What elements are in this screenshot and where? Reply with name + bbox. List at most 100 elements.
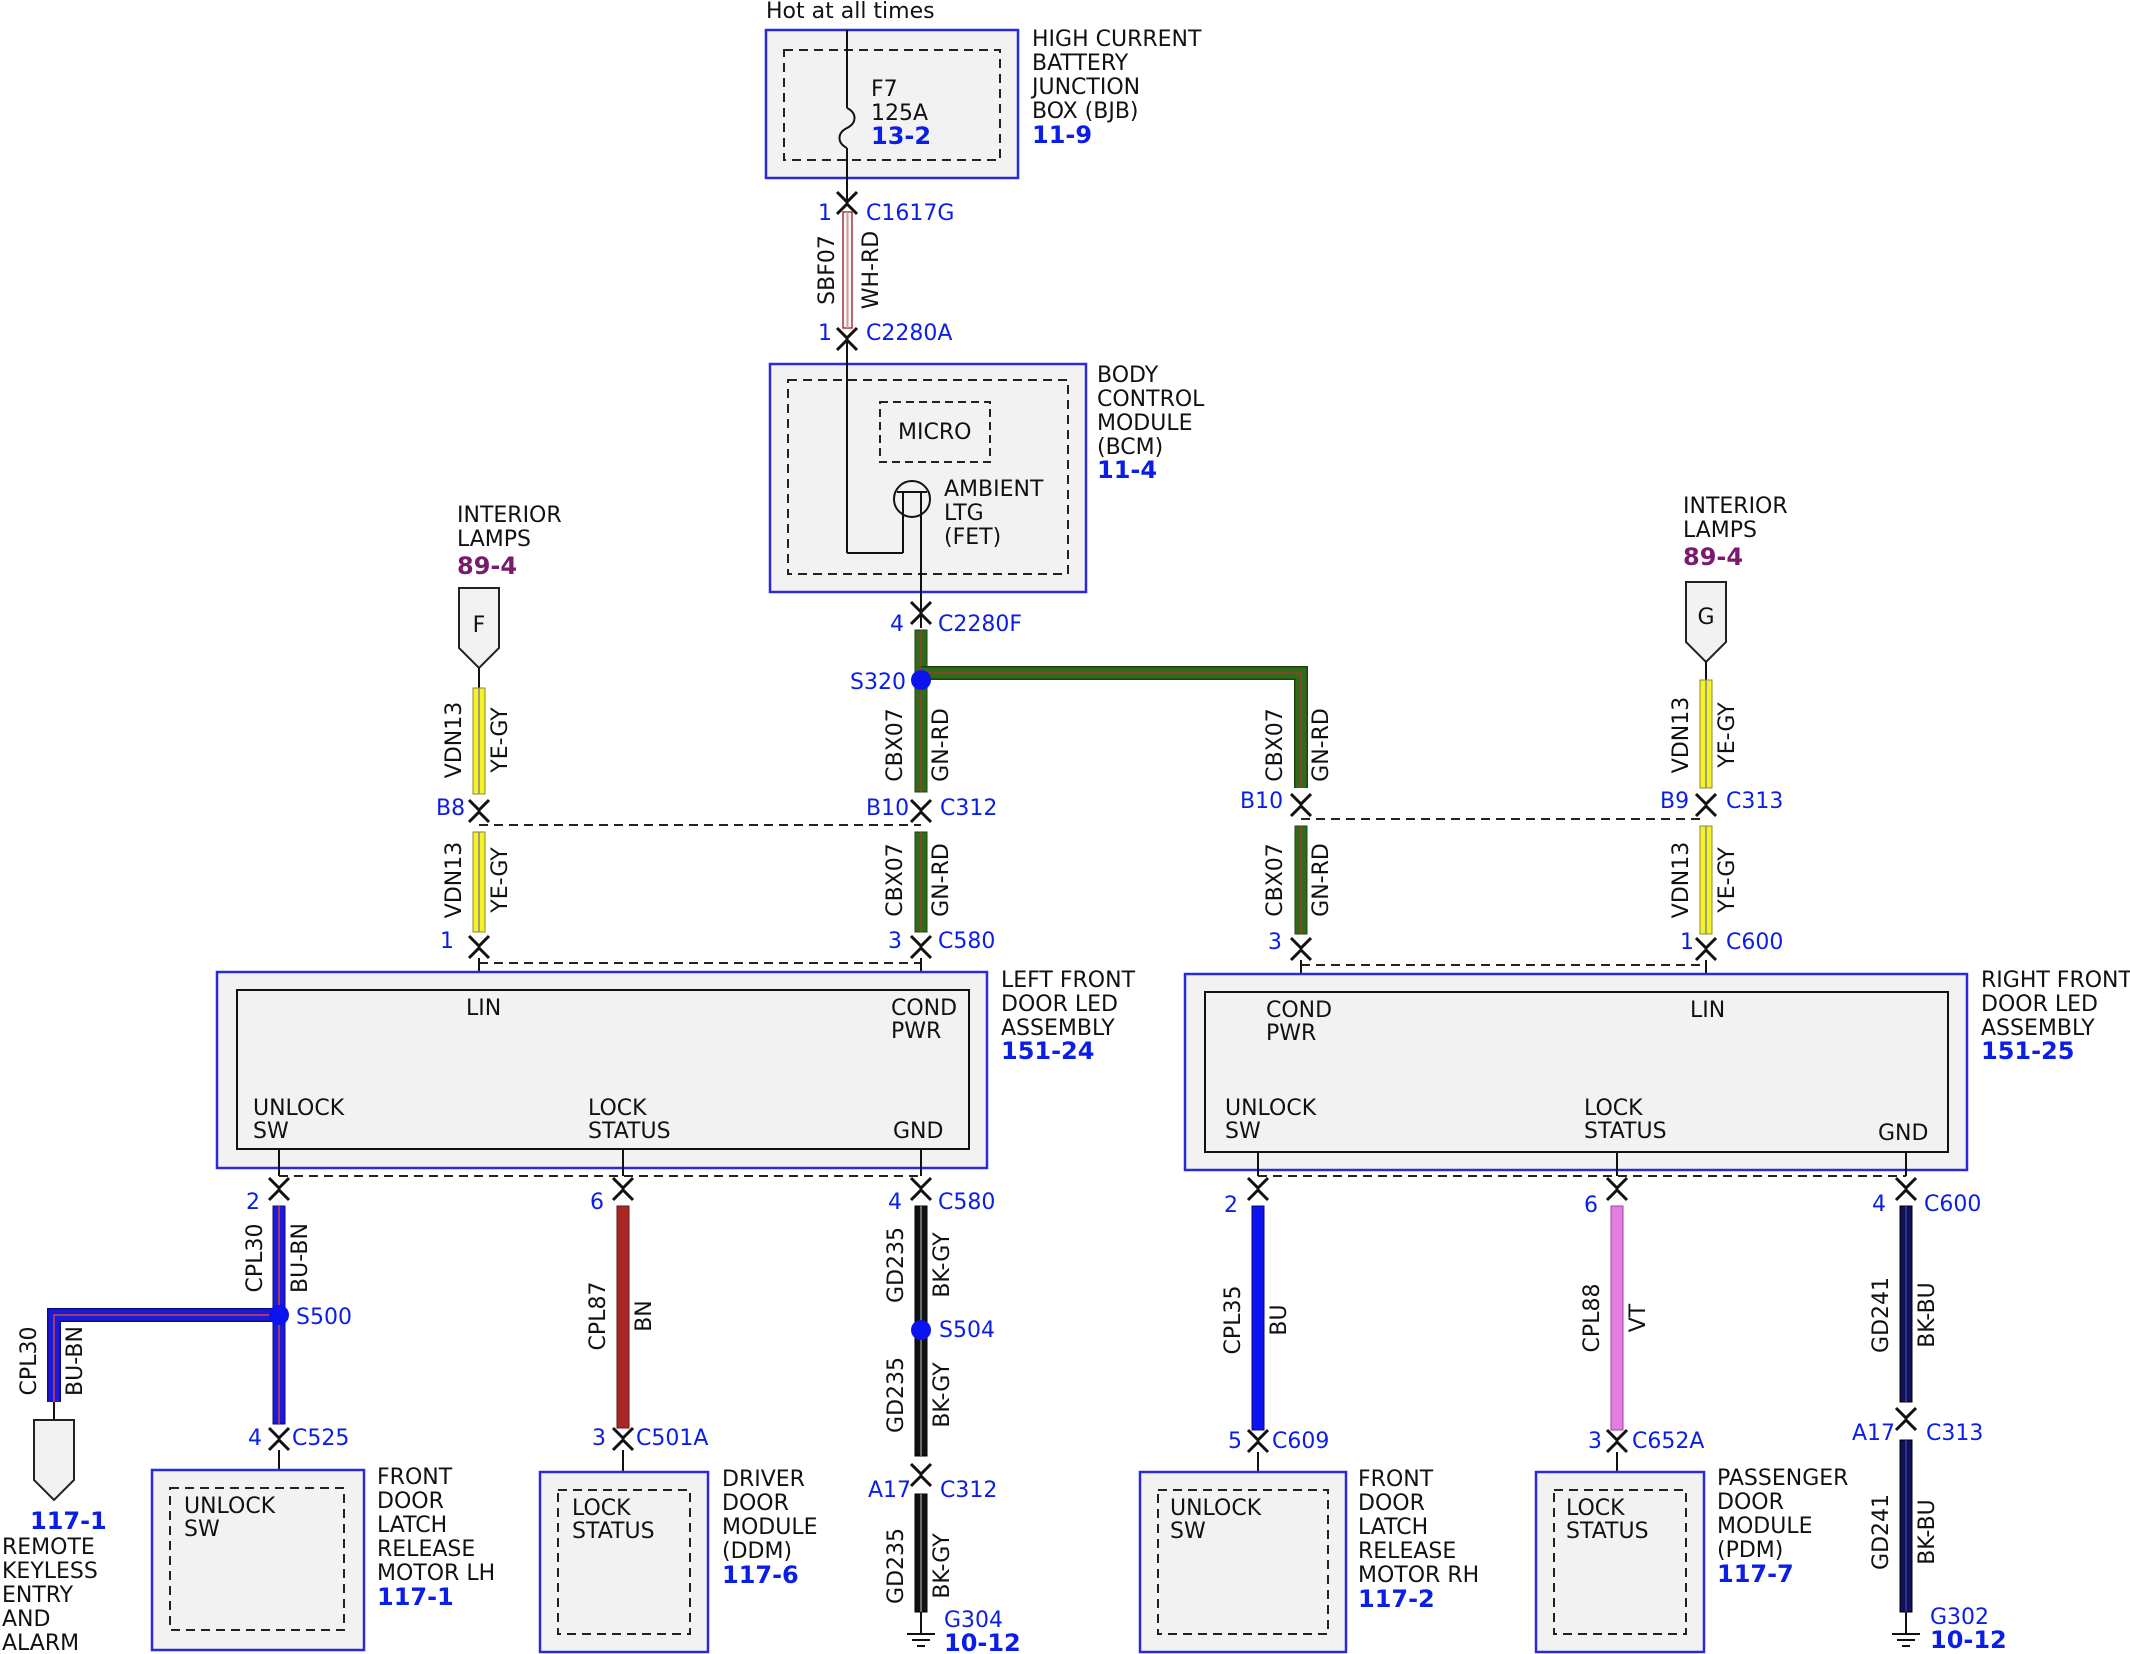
wire-vdn13-right: VDN13 YE-GY VDN13 YE-GY: [1669, 662, 1740, 990]
bjb-reference[interactable]: 11-9: [1032, 121, 1092, 149]
wire-cpl35: [1246, 1152, 1270, 1472]
color-bu: BU: [1267, 1304, 1292, 1335]
connector-c652a[interactable]: C652A: [1632, 1429, 1704, 1454]
connector-c609[interactable]: C609: [1272, 1429, 1329, 1454]
driver-door-module: LOCK STATUS DRIVER DOOR MODULE (DDM) 117…: [538, 1467, 818, 1654]
latch-lh-reference[interactable]: 117-1: [377, 1583, 454, 1611]
ground-icon-left: [907, 1633, 935, 1647]
connector-c1617g[interactable]: C1617G: [866, 201, 954, 226]
pdm-title1: PASSENGER: [1717, 1466, 1848, 1491]
connector-c525[interactable]: C525: [292, 1426, 349, 1451]
pin-c580-cond: 3: [888, 929, 902, 954]
latch-lh-inner1: UNLOCK: [184, 1494, 276, 1519]
latch-rh-title4: RELEASE: [1358, 1539, 1456, 1564]
right-pin-gnd: GND: [1878, 1121, 1928, 1146]
pin-c580-lin: 1: [440, 929, 454, 954]
connector-c312-left[interactable]: C312: [940, 796, 997, 821]
body-control-module: MICRO AMBIENT LTG (FET) BODY CONTROL MOD…: [768, 340, 1205, 628]
pin-c501a: 3: [592, 1426, 606, 1451]
interior-lamps-left-letter: F: [473, 613, 486, 638]
ground-g304-reference[interactable]: 10-12: [944, 1629, 1021, 1654]
interior-lamps-right-reference[interactable]: 89-4: [1683, 543, 1743, 571]
circuit-cpl87: CPL87: [586, 1282, 611, 1351]
wire-cpl87: [611, 1149, 635, 1472]
color-cpl30-a: BU-BN: [288, 1223, 313, 1293]
pin-c2280f: 4: [890, 612, 904, 637]
connector-c600-bottom[interactable]: C600: [1924, 1192, 1981, 1217]
right-pin-lock-2: STATUS: [1584, 1119, 1667, 1144]
color-gd235-b: BK-GY: [930, 1362, 955, 1428]
color-bn: BN: [632, 1300, 657, 1332]
splice-s320[interactable]: [911, 670, 931, 690]
rke-title5: ALARM: [2, 1631, 79, 1654]
connector-c313-bottom[interactable]: C313: [1926, 1421, 1983, 1446]
latch-rh-title3: LATCH: [1358, 1515, 1428, 1540]
bcm-reference[interactable]: 11-4: [1097, 456, 1157, 484]
rke-title3: ENTRY: [2, 1583, 74, 1608]
color-cbx07-l-top: GN-RD: [929, 708, 954, 782]
pin-c580-lock: 6: [590, 1190, 604, 1215]
interior-lamps-left: INTERIOR LAMPS 89-4 F: [457, 503, 562, 670]
pin-c580-gnd: 4: [888, 1190, 902, 1215]
fet-icon: [893, 480, 931, 518]
right-front-door-led-assembly: COND PWR LIN UNLOCK SW LOCK STATUS GND R…: [1183, 968, 2130, 1172]
ddm-reference[interactable]: 117-6: [722, 1561, 799, 1589]
right-door-title2: DOOR LED: [1981, 992, 2098, 1017]
left-door-reference[interactable]: 151-24: [1001, 1037, 1094, 1065]
left-pin-lin: LIN: [466, 996, 501, 1021]
fuse-reference[interactable]: 13-2: [871, 122, 931, 150]
left-door-title2: DOOR LED: [1001, 992, 1118, 1017]
left-pin-cond-1: COND: [891, 996, 957, 1021]
pin-b9: B9: [1660, 789, 1689, 814]
left-pin-unlock-2: SW: [253, 1119, 289, 1144]
fuse-icon: [838, 107, 856, 149]
interior-lamps-left-reference[interactable]: 89-4: [457, 552, 517, 580]
circuit-cpl30-a: CPL30: [243, 1224, 268, 1293]
connector-c600-top[interactable]: C600: [1726, 930, 1783, 955]
connector-c312-bottom[interactable]: C312: [940, 1478, 997, 1503]
connector-c2280f[interactable]: C2280F: [938, 612, 1022, 637]
splice-s504[interactable]: [911, 1320, 931, 1340]
pin-c600-unlock: 2: [1224, 1193, 1238, 1218]
ddm-title1: DRIVER: [722, 1467, 805, 1492]
latch-lh-inner2: SW: [184, 1517, 220, 1542]
rke-title4: AND: [2, 1607, 50, 1632]
bjb-title-line4: BOX (BJB): [1032, 99, 1139, 124]
fet-label-line2: LTG: [944, 501, 984, 526]
latch-rh-title5: MOTOR RH: [1358, 1563, 1479, 1588]
rke-reference[interactable]: 117-1: [30, 1507, 107, 1535]
color-gd235-a: BK-GY: [930, 1232, 955, 1298]
connector-c501a[interactable]: C501A: [636, 1426, 708, 1451]
connector-c580-top[interactable]: C580: [938, 929, 995, 954]
color-cbx07-l-bot: GN-RD: [929, 843, 954, 917]
splice-s500[interactable]: [269, 1305, 289, 1325]
connector-shape-f: [458, 587, 500, 670]
wire-gd241: [1892, 1152, 1920, 1647]
latch-rh-reference[interactable]: 117-2: [1358, 1585, 1435, 1613]
circuit-cpl35: CPL35: [1221, 1286, 1246, 1355]
left-pin-unlock-1: UNLOCK: [253, 1096, 345, 1121]
right-pin-cond-2: PWR: [1266, 1021, 1316, 1046]
ground-g302-reference[interactable]: 10-12: [1930, 1626, 2007, 1654]
color-vdn13-r-top: YE-GY: [1715, 702, 1740, 769]
pin-c2280a: 1: [818, 321, 832, 346]
pin-c600-cond: 3: [1268, 930, 1282, 955]
connector-c580-bottom[interactable]: C580: [938, 1190, 995, 1215]
right-door-reference[interactable]: 151-25: [1981, 1037, 2074, 1065]
connector-c2280a[interactable]: C2280A: [866, 321, 952, 346]
latch-rh-inner2: SW: [1170, 1519, 1206, 1544]
connector-c313-right[interactable]: C313: [1726, 789, 1783, 814]
wire-sbf07: 1 C1617G SBF07 WH-RD 1 C2280A: [815, 190, 954, 352]
circuit-gd235-c: GD235: [884, 1528, 909, 1604]
interior-lamps-left-title1: INTERIOR: [457, 503, 562, 528]
pdm-reference[interactable]: 117-7: [1717, 1560, 1794, 1588]
pdm-inner1: LOCK: [1566, 1496, 1625, 1521]
interior-lamps-right-title2: LAMPS: [1683, 518, 1757, 543]
pin-c600-gnd: 4: [1872, 1192, 1886, 1217]
interior-lamps-right-title1: INTERIOR: [1683, 494, 1788, 519]
pdm-title2: DOOR: [1717, 1490, 1784, 1515]
interior-lamps-right-letter: G: [1697, 605, 1714, 630]
latch-lh-title3: LATCH: [377, 1513, 447, 1538]
color-vt: VT: [1626, 1303, 1651, 1332]
fet-label-line3: (FET): [944, 525, 1001, 550]
